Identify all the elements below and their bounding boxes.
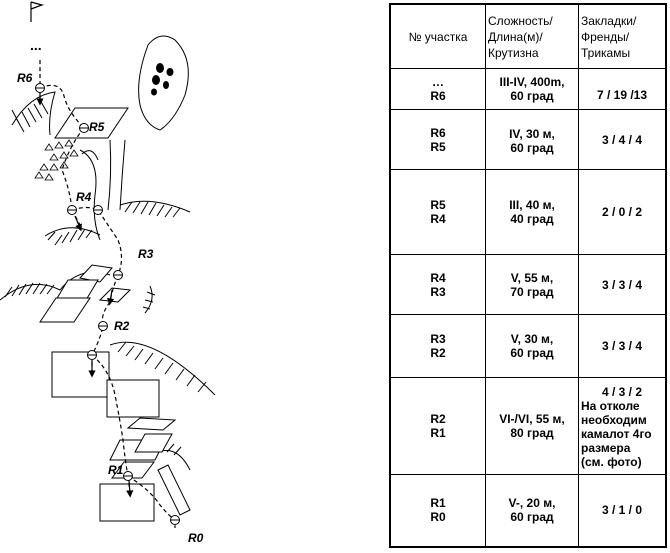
belay-icon-r4b bbox=[93, 205, 103, 215]
cell-gear: 7 / 19 /13 bbox=[578, 68, 667, 110]
cell-gear: 4 / 3 / 2 На отколе необходим камалот 4г… bbox=[578, 377, 667, 475]
station-label-r6: R6 bbox=[17, 71, 33, 85]
gully-lines bbox=[81, 139, 126, 211]
cell-difficulty: III, 40 м,40 град bbox=[485, 169, 579, 255]
cell-gear: 3 / 4 / 4 bbox=[578, 109, 667, 170]
header-gear: Закладки/ Френды/ Трикамы bbox=[578, 3, 667, 69]
header-section: № участка bbox=[389, 3, 486, 69]
station-label-r0: R0 bbox=[188, 531, 204, 545]
cell-gear: 3 / 3 / 4 bbox=[578, 314, 667, 378]
slab-features bbox=[39, 107, 191, 522]
belay-icon-r3 bbox=[113, 270, 123, 280]
table-row: …R6 III-IV, 400m,60 град 7 / 19 /13 bbox=[389, 68, 667, 110]
route-topo-diagram: ... bbox=[0, 1, 216, 545]
belay-icon-r2b bbox=[87, 350, 97, 360]
rock-holes bbox=[151, 63, 174, 96]
table-header-row: № участка Сложность/ Длина(м)/ Крутизна … bbox=[389, 3, 667, 69]
summit-flag-icon bbox=[30, 1, 44, 22]
cell-difficulty: VI-/VI, 55 м,80 град bbox=[485, 377, 579, 475]
belay-icons bbox=[35, 83, 180, 525]
cell-difficulty: IV, 30 м,60 град bbox=[485, 109, 579, 170]
cell-difficulty: V, 30 м,60 град bbox=[485, 314, 579, 378]
cell-gear: 3 / 1 / 0 bbox=[578, 474, 667, 547]
belay-icon-r2a bbox=[98, 321, 108, 331]
belay-icon-r0 bbox=[170, 515, 180, 525]
belay-icon-r5 bbox=[79, 123, 89, 133]
station-label-r3: R3 bbox=[138, 247, 154, 261]
cell-difficulty: III-IV, 400m,60 град bbox=[485, 68, 579, 110]
belay-icon-r6 bbox=[35, 83, 45, 93]
continuation-dots: ... bbox=[30, 37, 42, 53]
header-difficulty: Сложность/ Длина(м)/ Крутизна bbox=[485, 3, 579, 69]
station-label-r1: R1 bbox=[108, 463, 124, 477]
belay-icon-r1 bbox=[123, 471, 133, 481]
station-label-r4: R4 bbox=[76, 190, 92, 204]
scree-field bbox=[34, 139, 79, 181]
station-label-r2: R2 bbox=[114, 319, 130, 333]
cell-gear: 3 / 3 / 4 bbox=[578, 254, 667, 315]
cell-difficulty: V, 55 м,70 град bbox=[485, 254, 579, 315]
belay-icon-r4a bbox=[67, 205, 77, 215]
route-arrows bbox=[36, 92, 134, 498]
rock-hatching-right bbox=[109, 35, 216, 471]
cell-gear: 2 / 0 / 2 bbox=[578, 169, 667, 255]
cell-section: …R6 bbox=[389, 68, 486, 110]
route-pitch-table: № участка Сложность/ Длина(м)/ Крутизна … bbox=[389, 3, 667, 548]
cell-difficulty: V-, 20 м,60 град bbox=[485, 474, 579, 547]
station-label-r5: R5 bbox=[89, 120, 105, 134]
